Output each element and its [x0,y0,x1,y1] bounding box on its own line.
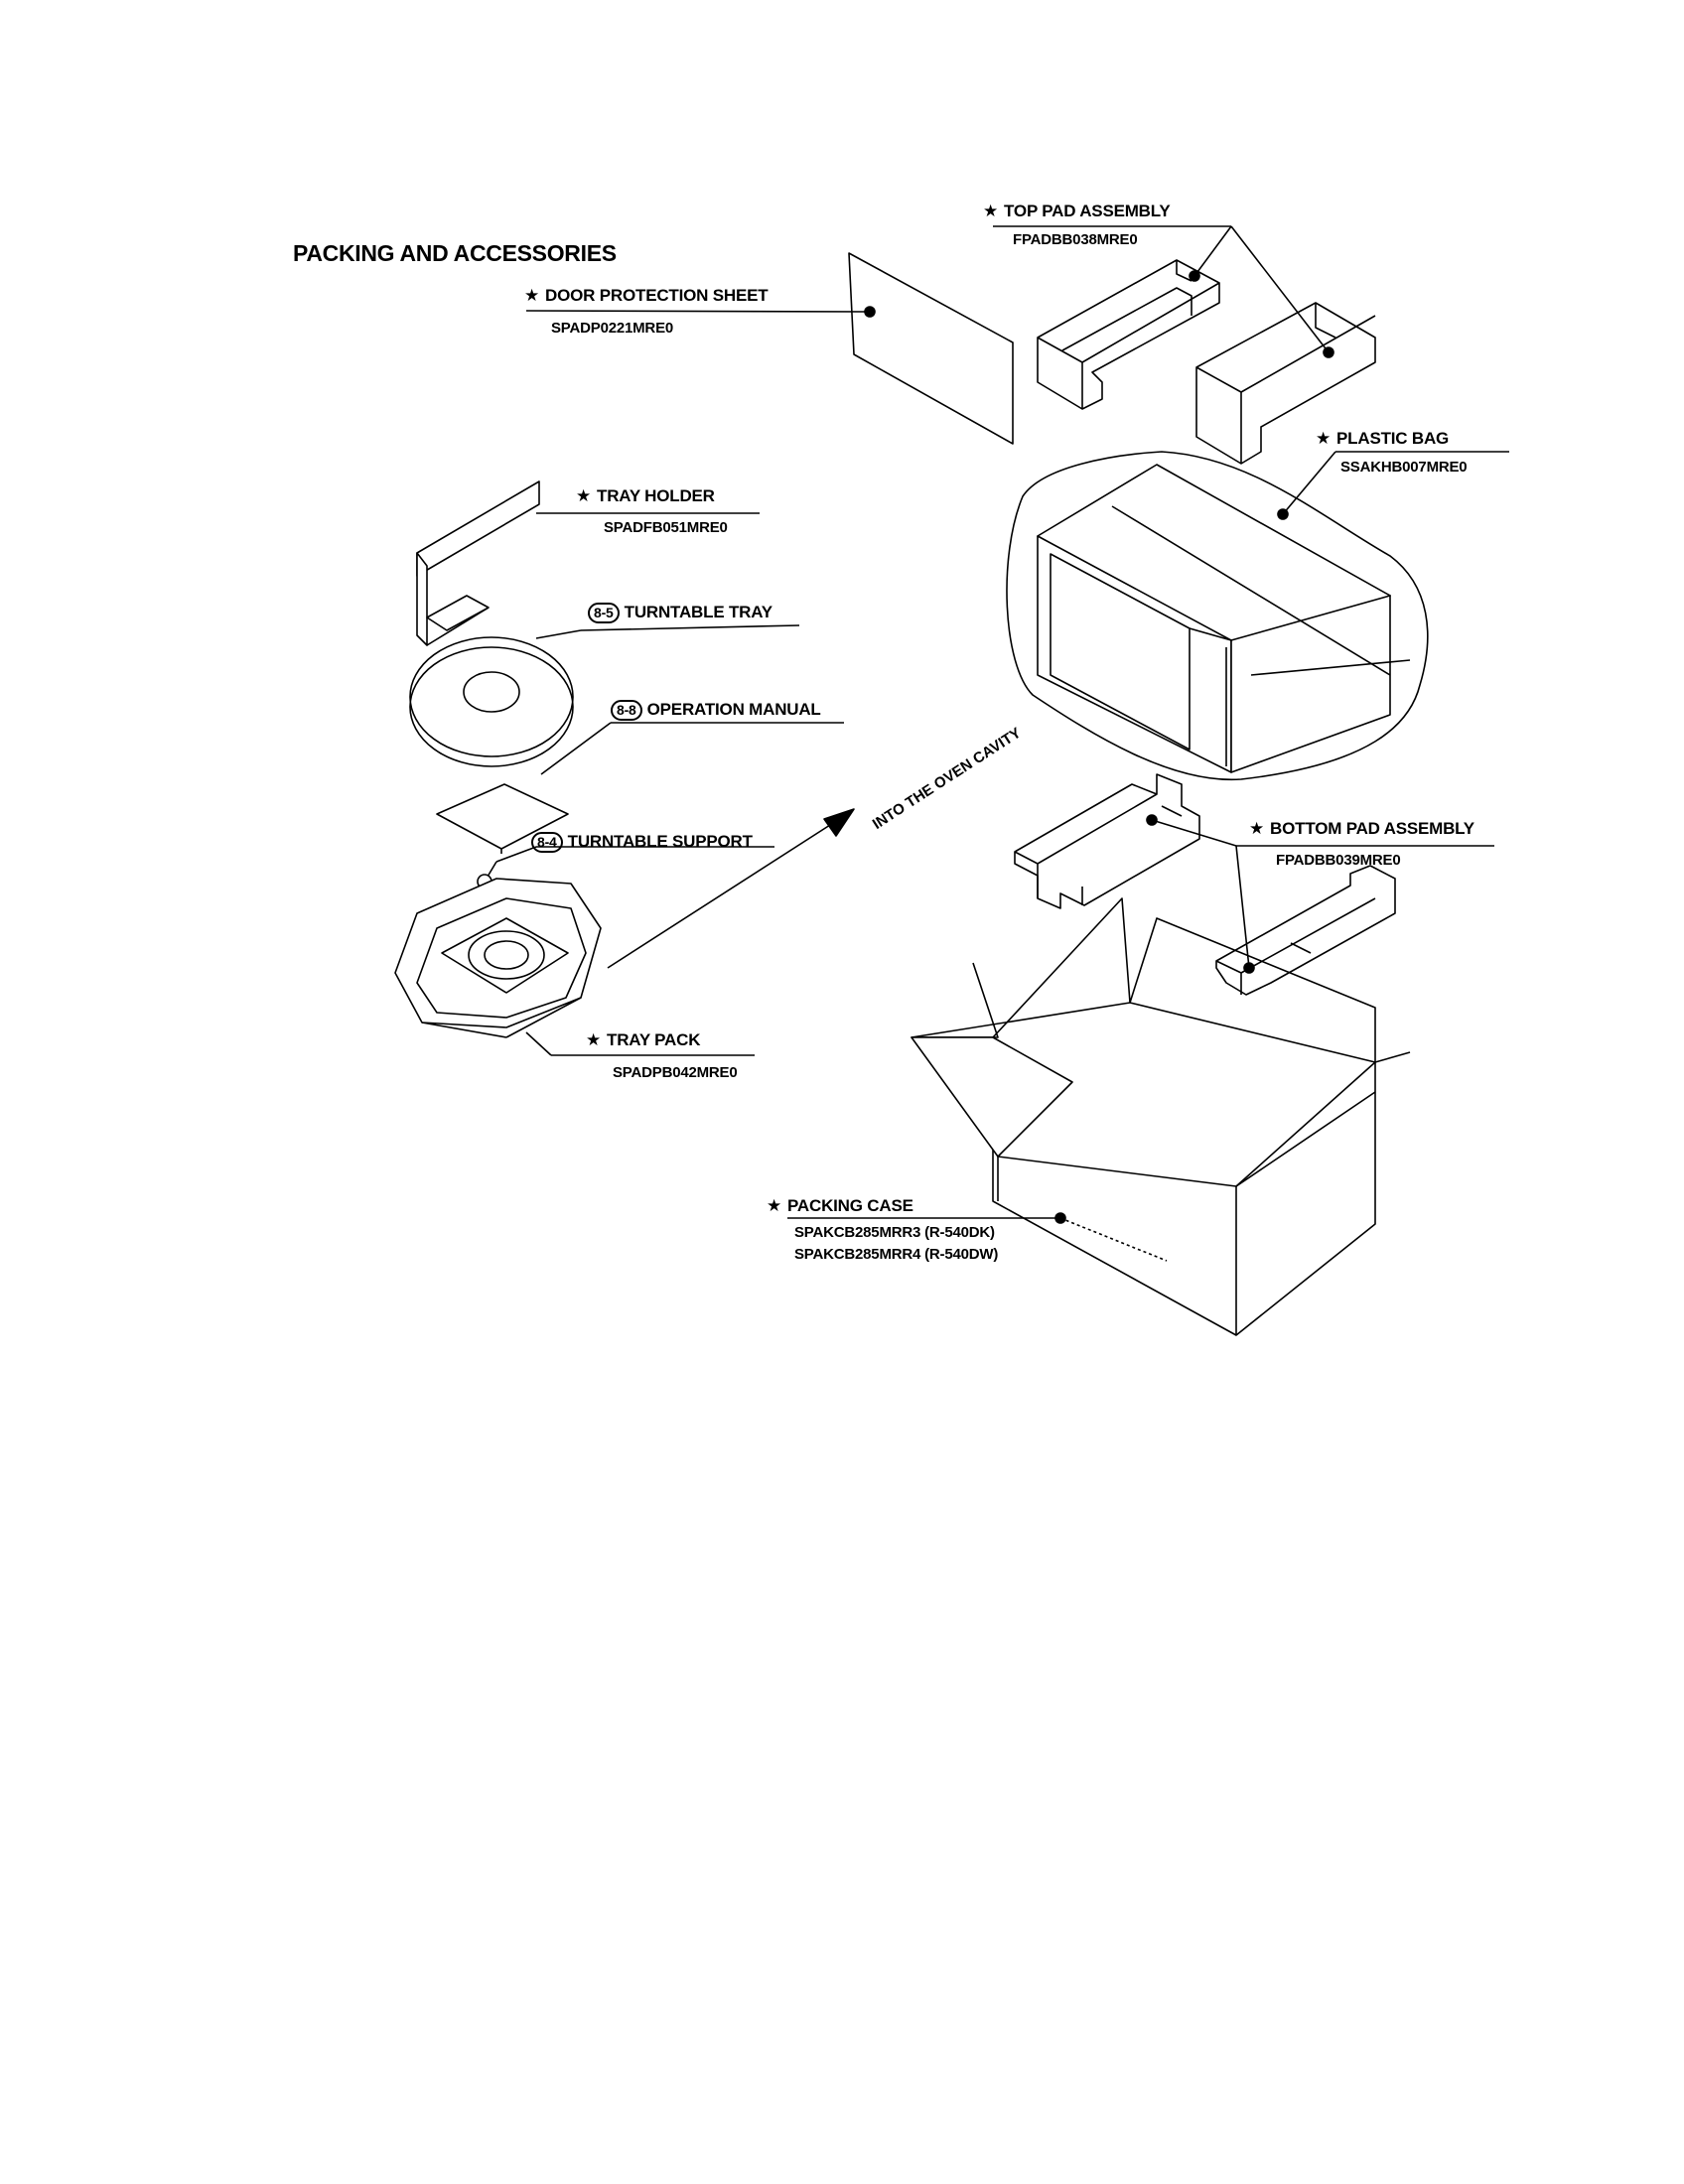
star-icon: ★ [1316,429,1332,448]
tray-pack-drawing [394,878,755,1056]
star-icon: ★ [586,1030,602,1049]
top-pad-assembly-drawing [993,225,1376,465]
tray-holder-label: ★TRAY HOLDER [576,486,715,505]
bottom-pad-assembly-drawing [1014,773,1494,996]
turntable-tray-drawing [409,624,800,767]
door-sheet-label: ★DOOR PROTECTION SHEET [524,286,769,305]
star-icon: ★ [983,202,999,220]
plastic-bag-and-oven-drawing [1006,451,1509,781]
packing-case-label: ★PACKING CASE [767,1196,913,1215]
operation-manual-drawing [436,722,844,854]
packing-case-code-2: SPAKCB285MRR4 (R-540DW) [794,1246,999,1263]
page-title: PACKING AND ACCESSORIES [293,240,617,266]
star-icon: ★ [767,1196,782,1215]
ref-number-badge: 8-4 [531,832,563,853]
bottom-pad-label: ★BOTTOM PAD ASSEMBLY [1249,819,1474,838]
tray-holder-code: SPADFB051MRE0 [604,519,728,536]
tray-pack-label: ★TRAY PACK [586,1030,701,1049]
tray-holder-drawing [416,480,760,646]
star-icon: ★ [524,286,540,305]
tray-pack-code: SPADPB042MRE0 [613,1064,738,1081]
bottom-pad-code: FPADBB039MRE0 [1276,852,1401,869]
ref-number-badge: 8-5 [588,603,620,623]
top-pad-code: FPADBB038MRE0 [1013,231,1138,248]
plastic-bag-label: ★PLASTIC BAG [1316,429,1450,448]
packing-case-drawing [787,897,1411,1336]
door-sheet-code: SPADP0221MRE0 [551,320,674,337]
packing-case-code-1: SPAKCB285MRR3 (R-540DK) [794,1224,995,1241]
ref-number-badge: 8-8 [611,700,642,721]
star-icon: ★ [1249,819,1265,838]
star-icon: ★ [576,486,592,505]
into-oven-cavity-arrow [607,808,855,969]
plastic-bag-code: SSAKHB007MRE0 [1340,459,1468,476]
top-pad-label: ★TOP PAD ASSEMBLY [983,202,1171,220]
door-protection-sheet-drawing [525,252,1014,445]
